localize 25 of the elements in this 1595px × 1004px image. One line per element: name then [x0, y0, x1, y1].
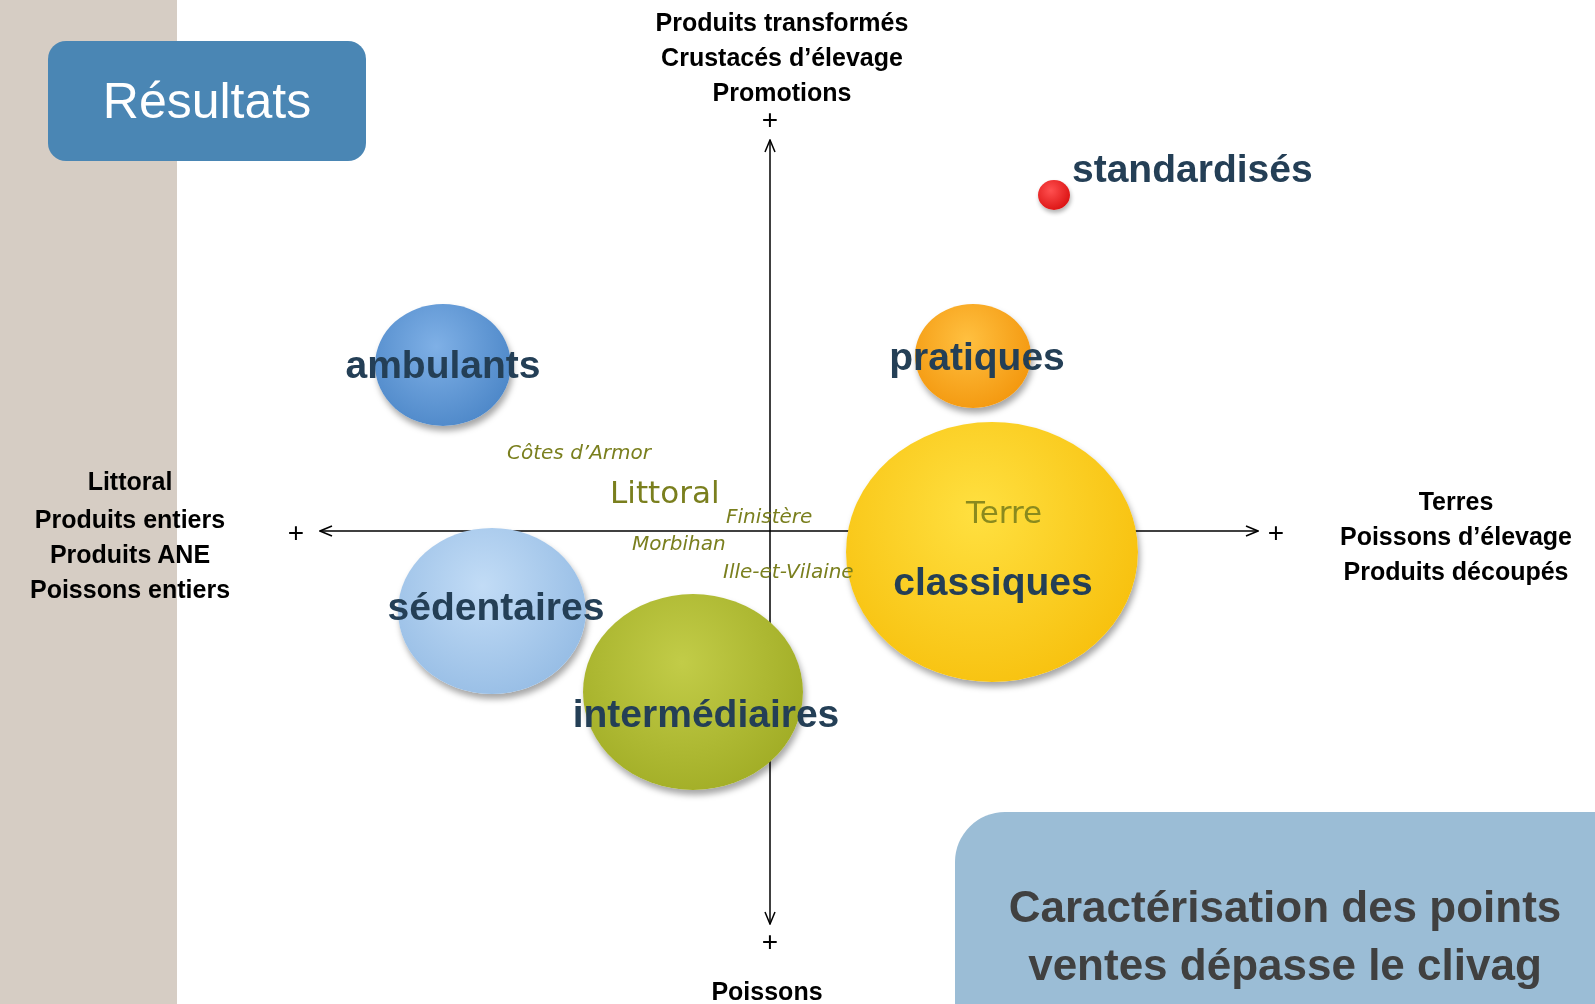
- plus-sign: +: [761, 926, 779, 958]
- bubble-label: classiques: [893, 560, 1093, 604]
- axis-label: Crustacés d’élevage: [661, 43, 903, 72]
- region-label: Terre: [965, 494, 1043, 530]
- axis-label: Promotions: [712, 78, 852, 107]
- region-label: Côtes d’Armor: [507, 440, 652, 464]
- axis-label: Poissons entiers: [29, 575, 231, 604]
- axis-label: Produits transformés: [655, 8, 909, 37]
- plus-sign: +: [287, 517, 305, 549]
- plus-sign: +: [761, 104, 779, 136]
- bubble-label: sédentaires: [387, 585, 605, 629]
- axis-label: Terres: [1418, 487, 1494, 516]
- title-box: Résultats: [48, 41, 366, 161]
- point-marker: [1038, 180, 1070, 210]
- axis-label: Littoral: [87, 467, 173, 496]
- axis-label: Produits découpés: [1343, 557, 1569, 586]
- axis-label: Produits entiers: [34, 505, 226, 534]
- point-label: standardisés: [1072, 147, 1313, 191]
- axis-label: Poissons d’élevage: [1340, 522, 1572, 551]
- plus-sign: +: [1267, 517, 1285, 549]
- axis-label: Produits ANE: [49, 540, 211, 569]
- axis-label: Poissons: [711, 977, 823, 1004]
- region-label: Morbihan: [632, 531, 726, 555]
- conclusion-text: Caractérisation des points ventes dépasse le clivag: [1007, 881, 1563, 991]
- region-label: Littoral: [610, 474, 720, 510]
